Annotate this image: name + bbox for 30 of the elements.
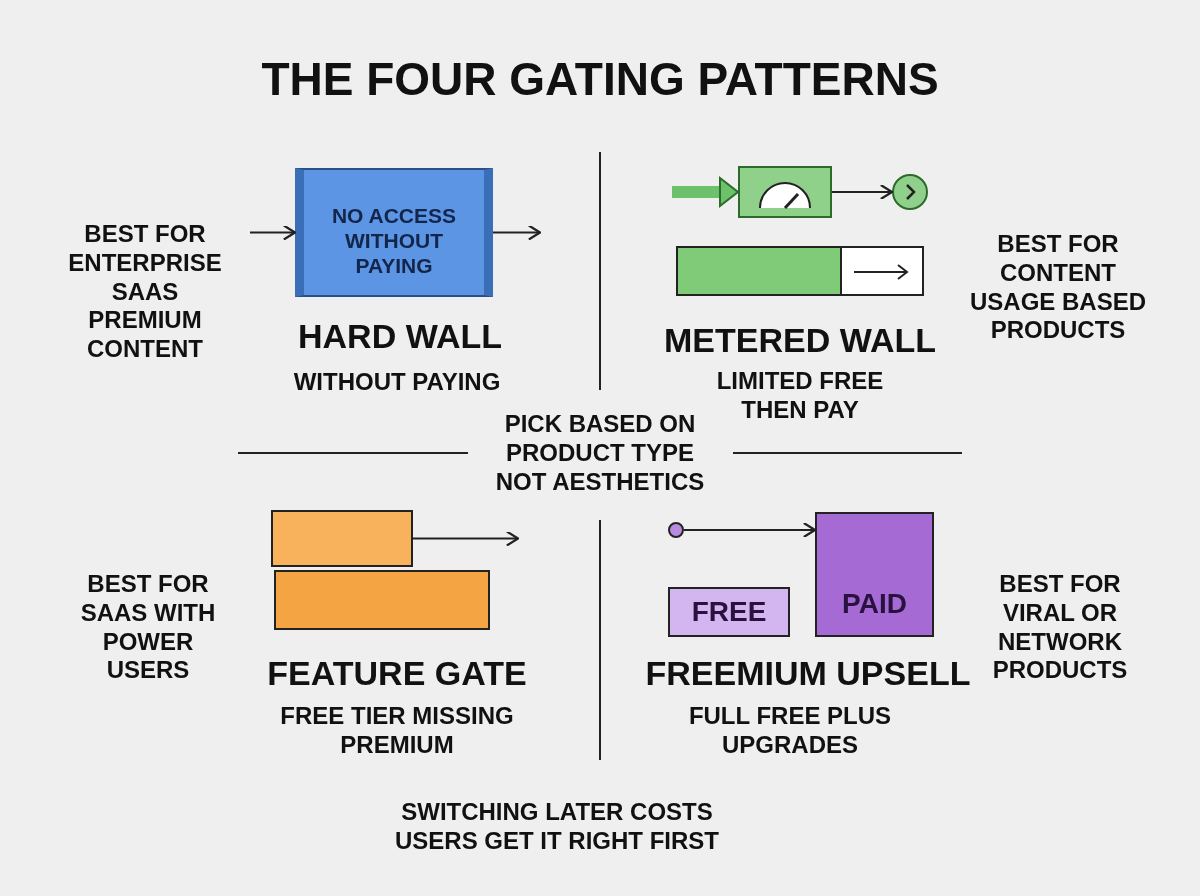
tier-bar [274,570,490,630]
pattern-title: FREEMIUM UPSELL [644,653,972,694]
note-text: BEST FOR CONTENT USAGE BASED PRODUCTS [969,230,1147,346]
pattern-title: METERED WALL [663,320,937,361]
arrow [249,224,297,241]
note-text: BEST FOR ENTERPRISE SAAS PREMIUM CONTENT [67,220,223,364]
tier-bar [271,510,413,567]
plan-box: FREE [668,587,790,637]
note-text: PICK BASED ON PRODUCT TYPE NOT AESTHETICS [494,410,706,497]
paywall-box: NO ACCESS WITHOUT PAYING [295,168,493,297]
gauge-icon [738,166,832,218]
chevron-circle-icon [892,174,928,210]
pattern-title: FEATURE GATE [266,653,528,694]
note-text: BEST FOR VIRAL OR NETWORK PRODUCTS [991,570,1129,686]
title: THE FOUR GATING PATTERNS [260,52,940,107]
pattern-subtitle: WITHOUT PAYING [292,368,502,397]
pattern-subtitle: LIMITED FREE THEN PAY [715,367,885,425]
pattern-subtitle: FREE TIER MISSING PREMIUM [279,702,515,760]
note-text: BEST FOR SAAS WITH POWER USERS [79,570,217,686]
arrow [683,521,817,539]
dot-marker [668,522,684,538]
arrow [672,175,740,209]
arrow [492,224,542,241]
note-text: SWITCHING LATER COSTS USERS GET IT RIGHT FIRST [394,798,720,856]
arrow [831,183,894,201]
pattern-subtitle: FULL FREE PLUS UPGRADES [687,702,893,760]
plan-box: PAID [815,512,934,637]
progress-bar [676,246,924,296]
arrow [412,530,520,547]
pattern-title: HARD WALL [297,316,503,357]
